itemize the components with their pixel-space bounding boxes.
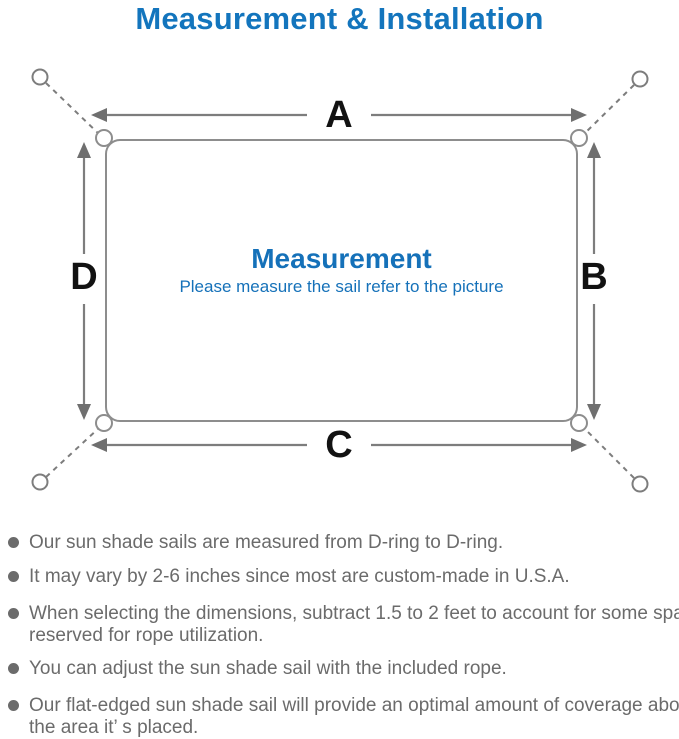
note-text: Our flat-edged sun shade sail will provi… — [29, 695, 679, 716]
rope-line-bottom-left — [45, 426, 101, 478]
anchor-point-icon — [631, 70, 649, 88]
arrow-a — [91, 108, 587, 122]
note-item: Our sun shade sails are measured from D-… — [8, 532, 679, 554]
note-item: When selecting the dimensions, subtract … — [8, 603, 679, 647]
arrow-d — [77, 142, 91, 420]
d-ring-icon — [95, 414, 113, 432]
diagram-subheading: Please measure the sail refer to the pic… — [179, 277, 504, 296]
note-text: reserved for rope utilization. — [29, 625, 264, 646]
note-text: It may vary by 2-6 inches since most are… — [29, 566, 570, 587]
note-text: You can adjust the sun shade sail with t… — [29, 658, 507, 679]
d-ring-icon — [95, 129, 113, 147]
anchor-point-icon — [31, 68, 49, 86]
note-text: Our sun shade sails are measured from D-… — [29, 532, 504, 553]
dimension-label-a: A — [325, 94, 353, 136]
bullet-icon — [8, 571, 19, 582]
bullet-icon — [8, 608, 19, 619]
d-ring-icon — [570, 414, 588, 432]
anchor-point-icon — [31, 473, 49, 491]
bullet-icon — [8, 700, 19, 711]
note-item: It may vary by 2-6 inches since most are… — [8, 566, 679, 588]
dimension-label-b: B — [580, 256, 608, 298]
page-title: Measurement & Installation — [135, 1, 544, 36]
note-text: the area it’ s placed. — [29, 717, 199, 738]
arrow-b — [587, 142, 601, 420]
arrow-c — [91, 438, 587, 452]
rope-line-top-right — [582, 84, 635, 136]
bullet-icon — [8, 663, 19, 674]
diagram-heading: Measurement — [251, 243, 432, 274]
dimension-label-d: D — [70, 256, 98, 298]
note-text: When selecting the dimensions, subtract … — [29, 603, 679, 624]
bullet-icon — [8, 537, 19, 548]
dimension-label-c: C — [325, 424, 353, 466]
rope-line-bottom-right — [582, 426, 635, 479]
note-item: You can adjust the sun shade sail with t… — [8, 658, 679, 680]
rope-line-top-left — [45, 82, 101, 136]
anchor-point-icon — [631, 475, 649, 493]
d-ring-icon — [570, 129, 588, 147]
note-item: Our flat-edged sun shade sail will provi… — [8, 695, 679, 739]
sail-outline — [105, 139, 578, 422]
